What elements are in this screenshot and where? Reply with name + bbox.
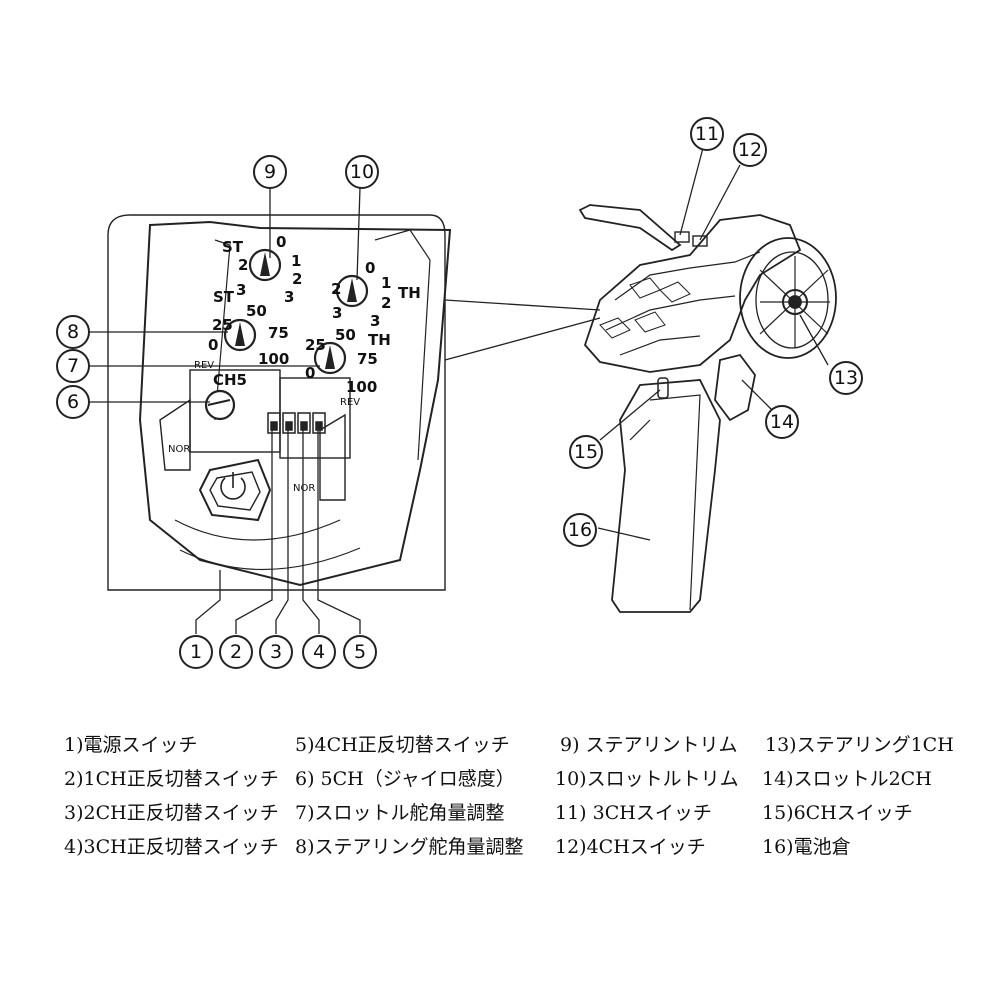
svg-text:1: 1 bbox=[190, 641, 202, 663]
svg-text:75: 75 bbox=[268, 324, 289, 342]
power-button bbox=[198, 458, 272, 522]
svg-text:2: 2 bbox=[230, 641, 242, 663]
zoomed-control-panel bbox=[107, 214, 452, 591]
ch5-label: CH5 bbox=[213, 371, 247, 389]
callout-14: 14 bbox=[765, 405, 799, 439]
svg-text:4: 4 bbox=[313, 641, 325, 663]
svg-text:2: 2 bbox=[238, 256, 248, 274]
legend-item-6: 6) 5CH（ジャイロ感度） bbox=[295, 768, 515, 790]
svg-text:0: 0 bbox=[276, 233, 286, 251]
leader-lines bbox=[89, 187, 601, 634]
legend-item-9: 9) ステアリントリム bbox=[560, 734, 738, 756]
callout-1: 1 bbox=[179, 635, 213, 669]
callout-13: 13 bbox=[829, 361, 863, 395]
legend-item-8: 8)ステアリング舵角量調整 bbox=[295, 836, 524, 858]
svg-text:50: 50 bbox=[246, 302, 267, 320]
svg-text:13: 13 bbox=[834, 367, 858, 389]
st-rate-knob bbox=[223, 318, 257, 352]
callout-5: 5 bbox=[343, 635, 377, 669]
callout-12: 12 bbox=[733, 133, 767, 167]
svg-text:6: 6 bbox=[67, 391, 79, 413]
svg-text:8: 8 bbox=[67, 321, 79, 343]
svg-text:3: 3 bbox=[236, 281, 246, 299]
transmitter-leaders bbox=[597, 147, 829, 541]
th-trim-label: TH bbox=[398, 284, 421, 302]
transmitter-body bbox=[578, 204, 837, 613]
svg-text:25: 25 bbox=[212, 316, 233, 334]
legend-item-3: 3)2CH正反切替スイッチ bbox=[64, 802, 279, 824]
rev-label-right: REV bbox=[340, 397, 360, 408]
legend-item-13: 13)ステアリング1CH bbox=[765, 734, 954, 756]
legend-item-4: 4)3CH正反切替スイッチ bbox=[64, 836, 279, 858]
callout-16: 16 bbox=[563, 513, 597, 547]
svg-text:2: 2 bbox=[331, 280, 341, 298]
svg-text:100: 100 bbox=[346, 378, 377, 396]
svg-text:0: 0 bbox=[208, 336, 218, 354]
th-trim-scale: 0 1 2 3 3 2 bbox=[331, 259, 391, 330]
st-trim-knob bbox=[248, 248, 282, 282]
nor-label-right: NOR bbox=[293, 483, 315, 494]
st-trim-label: ST bbox=[222, 238, 244, 256]
svg-text:0: 0 bbox=[305, 364, 315, 382]
svg-text:14: 14 bbox=[770, 411, 794, 433]
st-rate-label: ST bbox=[213, 288, 235, 306]
svg-text:0: 0 bbox=[365, 259, 375, 277]
svg-text:25: 25 bbox=[305, 336, 326, 354]
th-rate-label: TH bbox=[368, 331, 391, 349]
svg-text:10: 10 bbox=[350, 161, 374, 183]
legend-item-11: 11) 3CHスイッチ bbox=[555, 802, 712, 824]
svg-text:75: 75 bbox=[357, 350, 378, 368]
svg-text:50: 50 bbox=[335, 326, 356, 344]
svg-text:11: 11 bbox=[695, 123, 719, 145]
svg-text:3: 3 bbox=[332, 304, 342, 322]
legend-item-7: 7)スロットル舵角量調整 bbox=[295, 802, 505, 824]
legend-item-15: 15)6CHスイッチ bbox=[762, 802, 913, 824]
legend-item-5: 5)4CH正反切替スイッチ bbox=[295, 734, 510, 756]
svg-text:9: 9 bbox=[264, 161, 276, 183]
legend-item-12: 12)4CHスイッチ bbox=[555, 836, 706, 858]
callout-7: 7 bbox=[56, 349, 90, 383]
legend-item-1: 1)電源スイッチ bbox=[64, 734, 198, 756]
svg-text:100: 100 bbox=[258, 350, 289, 368]
callout-10: 10 bbox=[345, 155, 379, 189]
svg-text:5: 5 bbox=[354, 641, 366, 663]
callout-3: 3 bbox=[259, 635, 293, 669]
st-rate-scale: 25 50 75 100 0 bbox=[208, 302, 289, 368]
callout-6: 6 bbox=[56, 385, 90, 419]
svg-text:12: 12 bbox=[738, 139, 762, 161]
legend-item-2: 2)1CH正反切替スイッチ bbox=[64, 768, 279, 790]
transmitter-diagram: ST TH ST TH CH5 REV REV NOR NOR 0 1 2 3 … bbox=[56, 117, 863, 669]
svg-text:2: 2 bbox=[292, 270, 302, 288]
svg-text:2: 2 bbox=[381, 294, 391, 312]
svg-text:7: 7 bbox=[67, 355, 79, 377]
svg-text:15: 15 bbox=[574, 441, 598, 463]
th-rate-scale: 25 50 75 100 0 bbox=[305, 326, 378, 396]
callout-15: 15 bbox=[569, 435, 603, 469]
svg-text:1: 1 bbox=[381, 274, 391, 292]
svg-text:1: 1 bbox=[291, 252, 301, 270]
legend-item-16: 16)電池倉 bbox=[762, 836, 851, 858]
ch5-knob bbox=[204, 389, 236, 421]
callout-9: 9 bbox=[253, 155, 287, 189]
svg-text:3: 3 bbox=[270, 641, 282, 663]
callout-4: 4 bbox=[302, 635, 336, 669]
callout-2: 2 bbox=[219, 635, 253, 669]
svg-text:3: 3 bbox=[284, 288, 294, 306]
callout-11: 11 bbox=[690, 117, 724, 151]
svg-text:16: 16 bbox=[568, 519, 592, 541]
th-rate-knob bbox=[313, 341, 347, 375]
svg-text:3: 3 bbox=[370, 312, 380, 330]
legend-item-14: 14)スロットル2CH bbox=[762, 768, 932, 790]
dip-switches bbox=[267, 412, 326, 434]
callout-8: 8 bbox=[56, 315, 90, 349]
st-trim-scale: 0 1 2 3 3 2 bbox=[236, 233, 302, 306]
parts-legend: 1)電源スイッチ 2)1CH正反切替スイッチ 3)2CH正反切替スイッチ 4)3… bbox=[0, 718, 1000, 868]
legend-item-10: 10)スロットルトリム bbox=[555, 768, 739, 790]
nor-label-left: NOR bbox=[168, 444, 190, 455]
th-trim-knob bbox=[335, 274, 369, 308]
